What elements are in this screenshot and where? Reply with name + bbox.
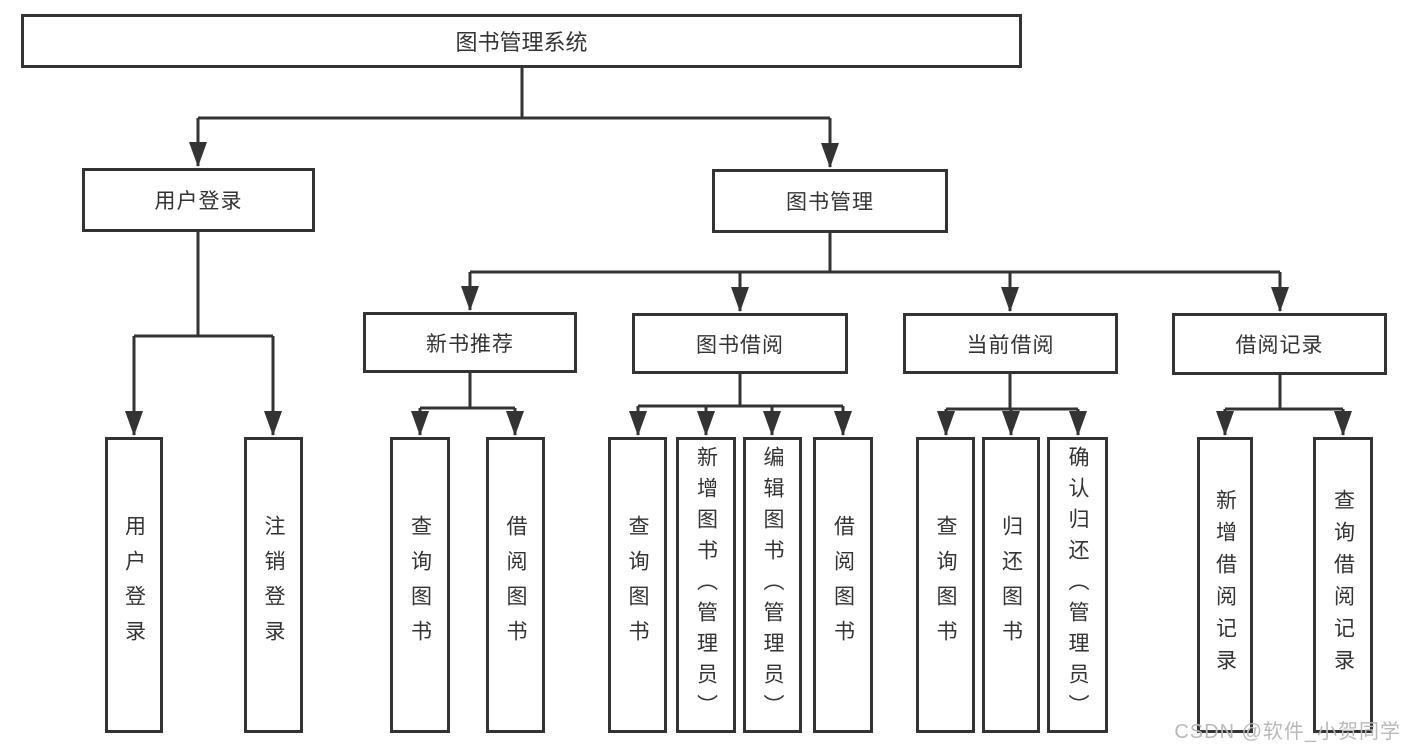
leaf-query-books-1: 查询图书	[390, 437, 450, 733]
node-current-borrow-label: 当前借阅	[966, 333, 1055, 357]
node-borrow-records-label: 借阅记录	[1235, 334, 1324, 357]
node-root: 图书管理系统	[21, 14, 1022, 68]
leaf-return-books: 归还图书	[982, 437, 1040, 733]
node-current-borrow: 当前借阅	[903, 313, 1118, 374]
leaf-add-borrow-record-label: 新增借阅记录	[1213, 489, 1237, 681]
node-user-login-label: 用户登录	[154, 190, 243, 213]
leaf-return-books-label: 归还图书	[999, 515, 1023, 655]
leaf-edit-books-admin: 编辑图书（管理员）	[743, 437, 802, 733]
node-user-login: 用户登录	[82, 168, 315, 232]
leaf-add-borrow-record: 新增借阅记录	[1197, 437, 1253, 733]
node-book-management-label: 图书管理	[786, 191, 874, 214]
leaf-user-login-label: 用户登录	[122, 515, 146, 655]
leaf-add-books-admin: 新增图书（管理员）	[676, 437, 736, 733]
leaf-query-borrow-record-label: 查询借阅记录	[1331, 489, 1355, 681]
node-book-borrow: 图书借阅	[632, 313, 848, 374]
leaf-borrow-books-1: 借阅图书	[486, 437, 545, 733]
arrowhead-icons	[125, 142, 1352, 436]
leaf-borrow-books-2-label: 借阅图书	[831, 515, 855, 655]
leaf-borrow-books-1-label: 借阅图书	[504, 515, 527, 655]
leaf-query-books-1-label: 查询图书	[408, 515, 432, 655]
leaf-user-login: 用户登录	[105, 437, 163, 733]
node-book-borrow-label: 图书借阅	[696, 333, 784, 357]
leaf-edit-books-admin-label: 编辑图书（管理员）	[761, 445, 784, 725]
node-root-label: 图书管理系统	[455, 30, 588, 55]
node-book-management: 图书管理	[712, 169, 948, 233]
leaf-borrow-books-2: 借阅图书	[813, 437, 873, 733]
leaf-confirm-return-admin: 确认归还（管理员）	[1047, 437, 1108, 733]
leaf-confirm-return-admin-label: 确认归还（管理员）	[1066, 445, 1089, 725]
node-borrow-records: 借阅记录	[1172, 313, 1387, 375]
leaf-add-books-admin-label: 新增图书（管理员）	[694, 445, 718, 725]
leaf-query-books-3: 查询图书	[916, 437, 975, 733]
node-new-book-recommend: 新书推荐	[363, 312, 577, 373]
node-new-book-recommend-label: 新书推荐	[426, 332, 514, 356]
leaf-query-borrow-record: 查询借阅记录	[1313, 437, 1373, 733]
leaf-query-books-3-label: 查询图书	[934, 515, 957, 655]
leaf-query-books-2-label: 查询图书	[626, 515, 649, 655]
leaf-logout-label: 注销登录	[262, 515, 285, 655]
leaf-query-books-2: 查询图书	[608, 437, 667, 733]
watermark: CSDN @软件_小贺同学	[1174, 721, 1401, 743]
leaf-logout: 注销登录	[244, 437, 303, 733]
